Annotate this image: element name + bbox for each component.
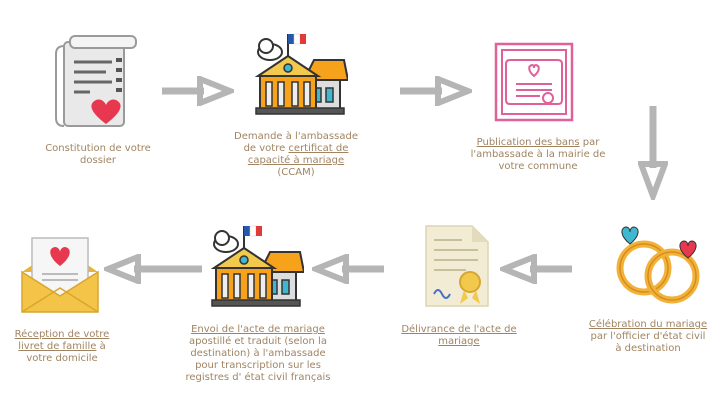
document-heart-icon bbox=[55, 35, 137, 127]
arrow-left-3 bbox=[104, 254, 202, 284]
arrow-right-1 bbox=[162, 76, 234, 106]
caption-celebration: Célébration du mariage par l'officier d'… bbox=[588, 319, 708, 354]
certificate-heart-icon bbox=[494, 42, 574, 122]
embassy-icon bbox=[210, 225, 304, 307]
marriage-certificate-icon bbox=[425, 225, 489, 307]
arrow-left-2 bbox=[312, 254, 384, 284]
caption-ccam: Demande à l'ambassade de votre certifica… bbox=[234, 131, 358, 178]
arrow-down bbox=[638, 106, 668, 200]
wedding-rings-icon bbox=[616, 226, 700, 304]
envelope-heart-icon bbox=[21, 237, 99, 313]
caption-reception: Réception de votre livret de famille à v… bbox=[14, 329, 110, 364]
caption-dossier: Constitution de votre dossier bbox=[45, 143, 151, 166]
caption-bans: Publication des bans par l'ambassade à l… bbox=[470, 137, 606, 172]
caption-envoi: Envoi de l'acte de mariage apostillé et … bbox=[185, 324, 331, 383]
caption-delivrance: Délivrance de l'acte de mariage bbox=[401, 324, 517, 347]
arrow-right-2 bbox=[400, 76, 472, 106]
embassy-icon bbox=[254, 33, 348, 115]
arrow-left-1 bbox=[500, 254, 572, 284]
